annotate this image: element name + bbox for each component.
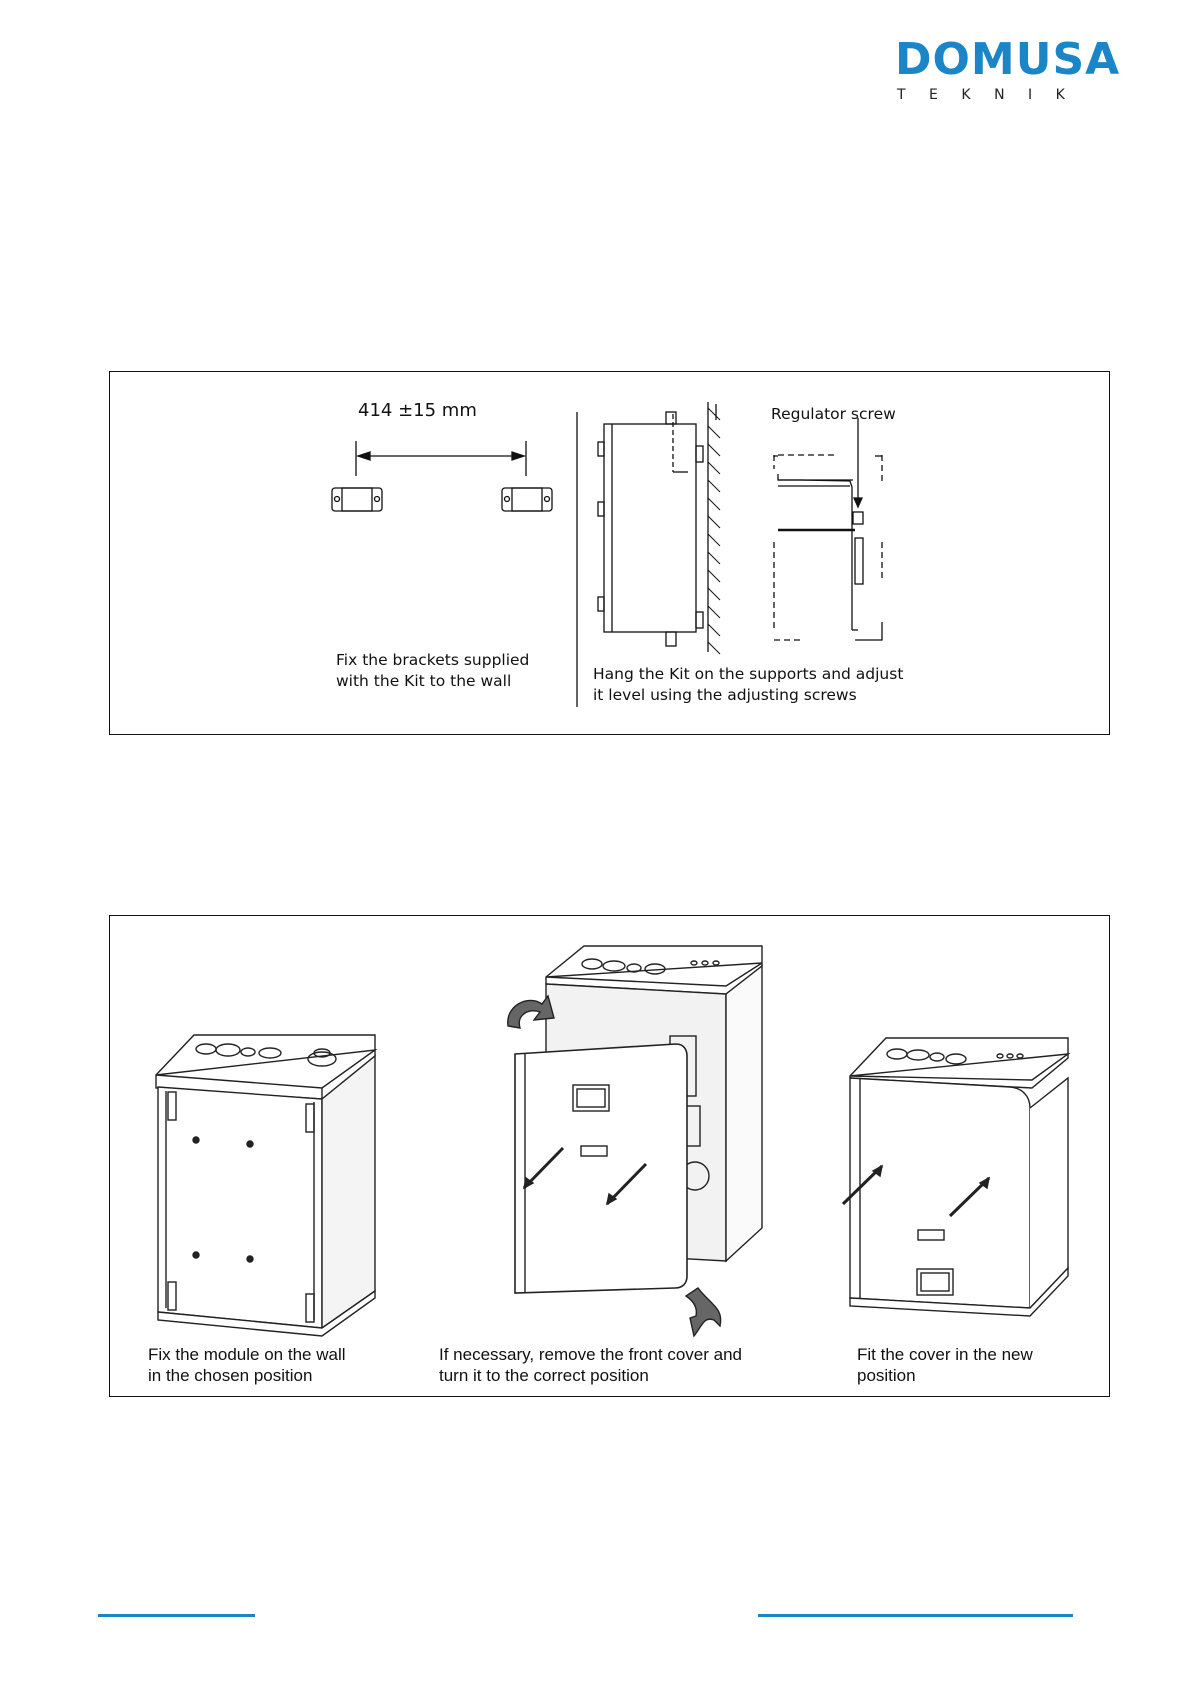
wall-bracket-figure: 414 ±15 mm Regulator screw Fix the brack…	[109, 371, 1110, 735]
fit-cover-caption-line2: position	[857, 1366, 916, 1385]
right-bracket	[501, 487, 553, 512]
brand-logo: DOMUSA TEKNIK	[895, 34, 1119, 110]
brand-subtitle: TEKNIK	[897, 87, 1089, 103]
module-cover-drawing	[155, 945, 1071, 1338]
bracket-caption-line2: with the Kit to the wall	[336, 672, 512, 690]
remove-cover-caption-line2: turn it to the correct position	[439, 1366, 649, 1385]
regulator-detail-view	[773, 418, 883, 641]
remove-cover-caption-line1: If necessary, remove the front cover and	[439, 1345, 742, 1364]
module-caption-line2: in the chosen position	[148, 1366, 313, 1385]
dimension-label: 414 ±15 mm	[358, 400, 477, 421]
regulator-screw-label: Regulator screw	[771, 405, 896, 423]
module-cover-fitted-view	[841, 1037, 1071, 1317]
wall-hatching	[707, 407, 721, 655]
footer-line-right	[758, 1614, 1073, 1617]
module-cover-removal-view	[507, 945, 763, 1338]
left-bracket	[331, 487, 383, 512]
bracket-caption-line1: Fix the brackets supplied	[336, 651, 530, 669]
footer-line-left	[98, 1614, 255, 1617]
fit-cover-caption-line1: Fit the cover in the new	[857, 1345, 1033, 1364]
hang-caption-line1: Hang the Kit on the supports and adjust	[593, 665, 904, 683]
unit-side-view	[597, 402, 717, 652]
hang-caption-line2: it level using the adjusting screws	[593, 686, 857, 704]
dimension-line	[355, 441, 527, 476]
module-wall-view	[155, 1034, 378, 1337]
module-cover-figure: Fix the module on the wall in the chosen…	[109, 915, 1110, 1397]
brand-name: DOMUSA	[895, 34, 1121, 85]
wall-bracket-drawing	[331, 402, 883, 707]
module-caption-line1: Fix the module on the wall	[148, 1345, 346, 1364]
